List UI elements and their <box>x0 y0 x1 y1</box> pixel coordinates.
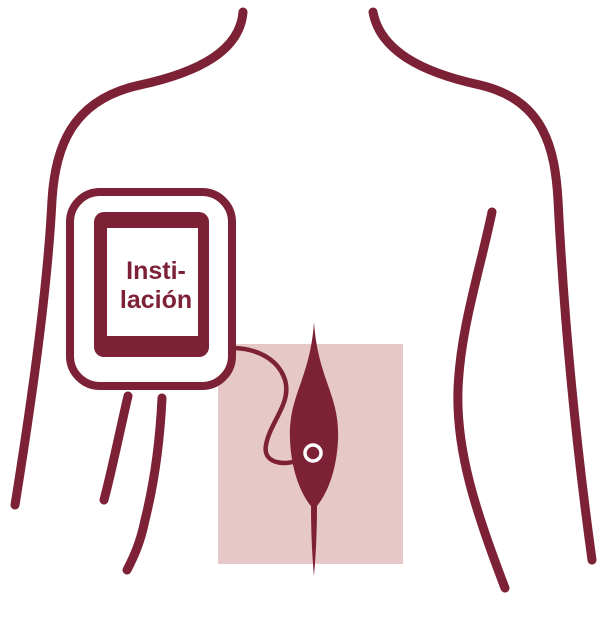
bag-label-line-2: lación <box>120 286 192 314</box>
instillation-bag: Insti- lación <box>70 192 232 386</box>
right-shoulder-line <box>373 12 592 560</box>
left-arm-inner-line <box>104 396 128 500</box>
right-side-line <box>458 212 505 588</box>
bag-label-line-1: Insti- <box>126 257 186 285</box>
left-side-line <box>127 398 162 570</box>
